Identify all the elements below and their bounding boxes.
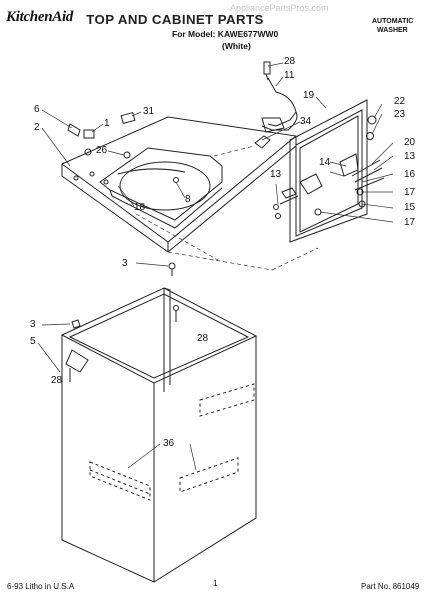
callout-22: 22 bbox=[394, 96, 406, 107]
cabinet-right-face bbox=[153, 336, 257, 583]
callout-18: 18 bbox=[134, 202, 146, 213]
callout-28-cabinet: 28 bbox=[197, 333, 209, 344]
callout-6: 6 bbox=[34, 104, 40, 115]
appliance-type-line1: AUTOMATIC bbox=[372, 18, 414, 25]
lid bbox=[289, 99, 368, 243]
top-panel bbox=[61, 116, 297, 253]
callout-20: 20 bbox=[404, 137, 416, 148]
callout-15: 15 bbox=[404, 202, 416, 213]
callout-23: 23 bbox=[394, 109, 406, 120]
callout-1: 1 bbox=[104, 118, 110, 129]
lid-switch bbox=[120, 111, 136, 125]
callout-11: 11 bbox=[284, 70, 295, 81]
callout-28-top: 28 bbox=[284, 56, 296, 67]
callout-2: 2 bbox=[34, 122, 40, 133]
callout-14: 14 bbox=[319, 157, 331, 168]
callout-13-right: 13 bbox=[404, 151, 416, 162]
page-number: 1 bbox=[213, 579, 218, 588]
color-label: (White) bbox=[222, 41, 251, 51]
diagram-title: TOP AND CABINET PARTS bbox=[86, 12, 264, 27]
model-number: For Model: KAWE677WW0 bbox=[172, 29, 279, 39]
callout-17-upper: 17 bbox=[404, 187, 416, 198]
callout-3-lower: 3 bbox=[30, 319, 36, 330]
callout-16: 16 bbox=[404, 169, 416, 180]
callout-28-left: 28 bbox=[51, 375, 63, 386]
brand-logo: KitchenAid bbox=[6, 9, 74, 25]
wire-harness bbox=[267, 77, 297, 127]
callout-31: 31 bbox=[143, 106, 155, 117]
callout-17-lower: 17 bbox=[404, 217, 416, 228]
litho-note: 6-93 Litho in U.S.A bbox=[7, 582, 75, 591]
appliance-type-line2: WASHER bbox=[377, 27, 408, 34]
callout-5: 5 bbox=[30, 336, 36, 347]
part-number: Part No. 861049 bbox=[361, 582, 420, 591]
cabinet-left-face bbox=[61, 335, 155, 583]
top-opening bbox=[99, 147, 223, 221]
lid-opening bbox=[119, 161, 211, 211]
callout-13-left: 13 bbox=[270, 169, 282, 180]
cabinet-top-frame bbox=[60, 287, 258, 384]
callout-36: 36 bbox=[163, 438, 175, 449]
callout-3-upper: 3 bbox=[122, 258, 128, 269]
callout-8: 8 bbox=[185, 194, 191, 205]
watermark: AppliancePartsPros.com bbox=[230, 3, 329, 13]
callout-19: 19 bbox=[303, 90, 315, 101]
callout-26: 26 bbox=[96, 145, 108, 156]
callout-34: 34 bbox=[300, 116, 312, 127]
